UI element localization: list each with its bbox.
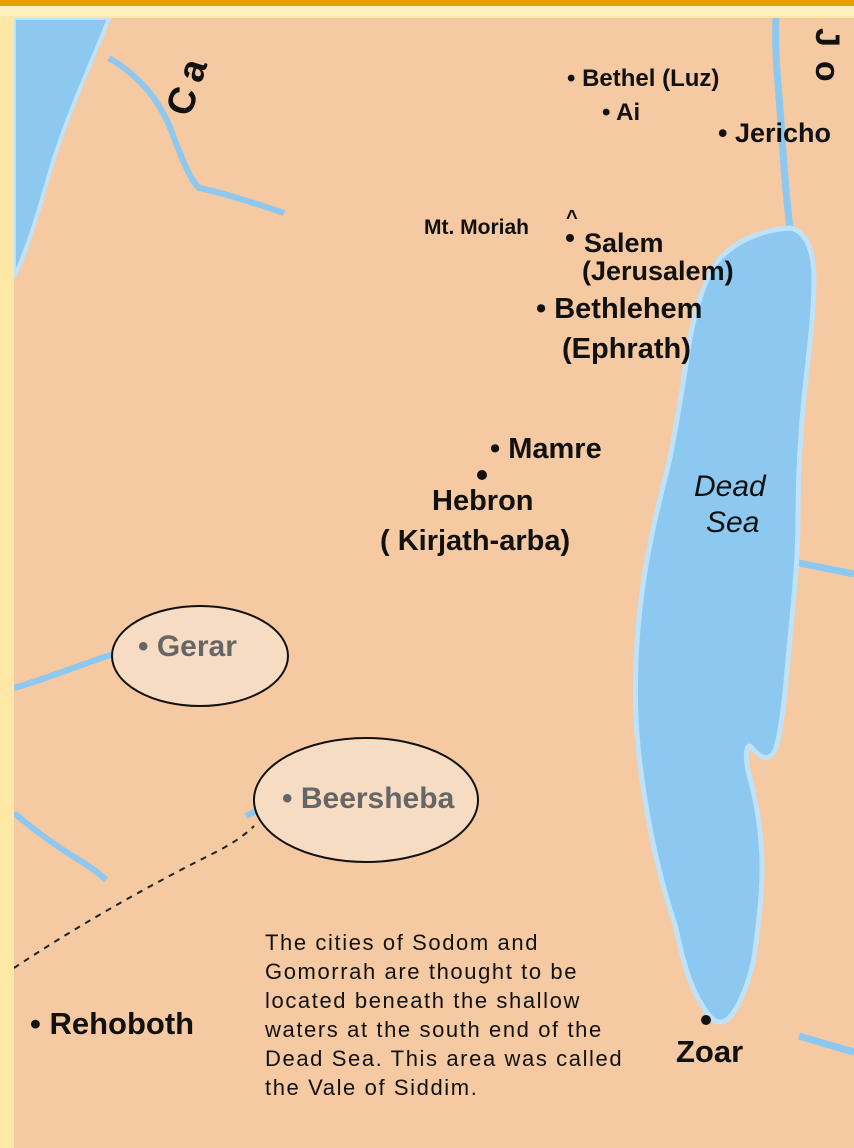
region-label-west: Ca	[159, 46, 219, 120]
sea-label-line-1: Dead	[694, 470, 767, 503]
note-line-3: located beneath the shallow	[265, 988, 581, 1013]
wadi-north	[107, 55, 285, 216]
place-mt-moriah: Mt. Moriah	[424, 216, 529, 239]
top-accent-bar	[0, 0, 854, 6]
note-line-1: The cities of Sodom and	[265, 930, 539, 955]
sea-coast-nw	[14, 18, 112, 279]
zoar-dot	[701, 1015, 711, 1025]
route-line	[14, 825, 255, 969]
beersheba-highlight	[253, 737, 479, 863]
place-salem: Salem	[584, 228, 664, 258]
place-mamre: • Mamre	[490, 433, 602, 465]
place-bethlehem: • Bethlehem	[536, 293, 702, 325]
map-canvas: Ca Jo • Bethel (Luz) • Ai • Jericho Mt. …	[14, 18, 854, 1148]
place-jericho: • Jericho	[718, 118, 831, 148]
region-label-east: Jo	[808, 28, 846, 96]
note-line-5: Dead Sea. This area was called	[265, 1046, 623, 1071]
dead-sea	[632, 225, 817, 1025]
place-zoar: Zoar	[676, 1034, 743, 1069]
place-kirjath: ( Kirjath-arba)	[380, 525, 570, 557]
map-svg: Ca Jo • Bethel (Luz) • Ai • Jericho Mt. …	[14, 18, 854, 1100]
note-line-4: waters at the south end of the	[264, 1017, 603, 1042]
sea-label-line-2: Sea	[706, 506, 759, 539]
note-line-2: Gomorrah are thought to be	[265, 959, 578, 984]
sodom-gomorrah-note: The cities of Sodom and Gomorrah are tho…	[264, 930, 623, 1100]
place-bethel: • Bethel (Luz)	[567, 65, 719, 92]
gerar-highlight	[111, 605, 289, 707]
top-bar-shadow	[0, 6, 854, 16]
place-beersheba: • Beersheba	[282, 782, 455, 815]
mt-marker: ^	[566, 207, 578, 229]
place-jerusalem: (Jerusalem)	[582, 256, 734, 286]
hebron-dot	[477, 470, 487, 480]
place-gerar: • Gerar	[138, 630, 237, 663]
wadi-east-1	[793, 558, 854, 578]
note-line-6: the Vale of Siddim.	[265, 1075, 478, 1100]
place-ai: • Ai	[602, 99, 640, 126]
salem-dot	[566, 234, 574, 242]
jordan-river	[772, 18, 794, 229]
place-rehoboth: • Rehoboth	[30, 1006, 194, 1041]
wadi-south-west	[14, 810, 109, 883]
place-ephrath: (Ephrath)	[562, 333, 691, 365]
place-hebron: Hebron	[432, 485, 534, 517]
wadi-east-2	[797, 1032, 854, 1056]
